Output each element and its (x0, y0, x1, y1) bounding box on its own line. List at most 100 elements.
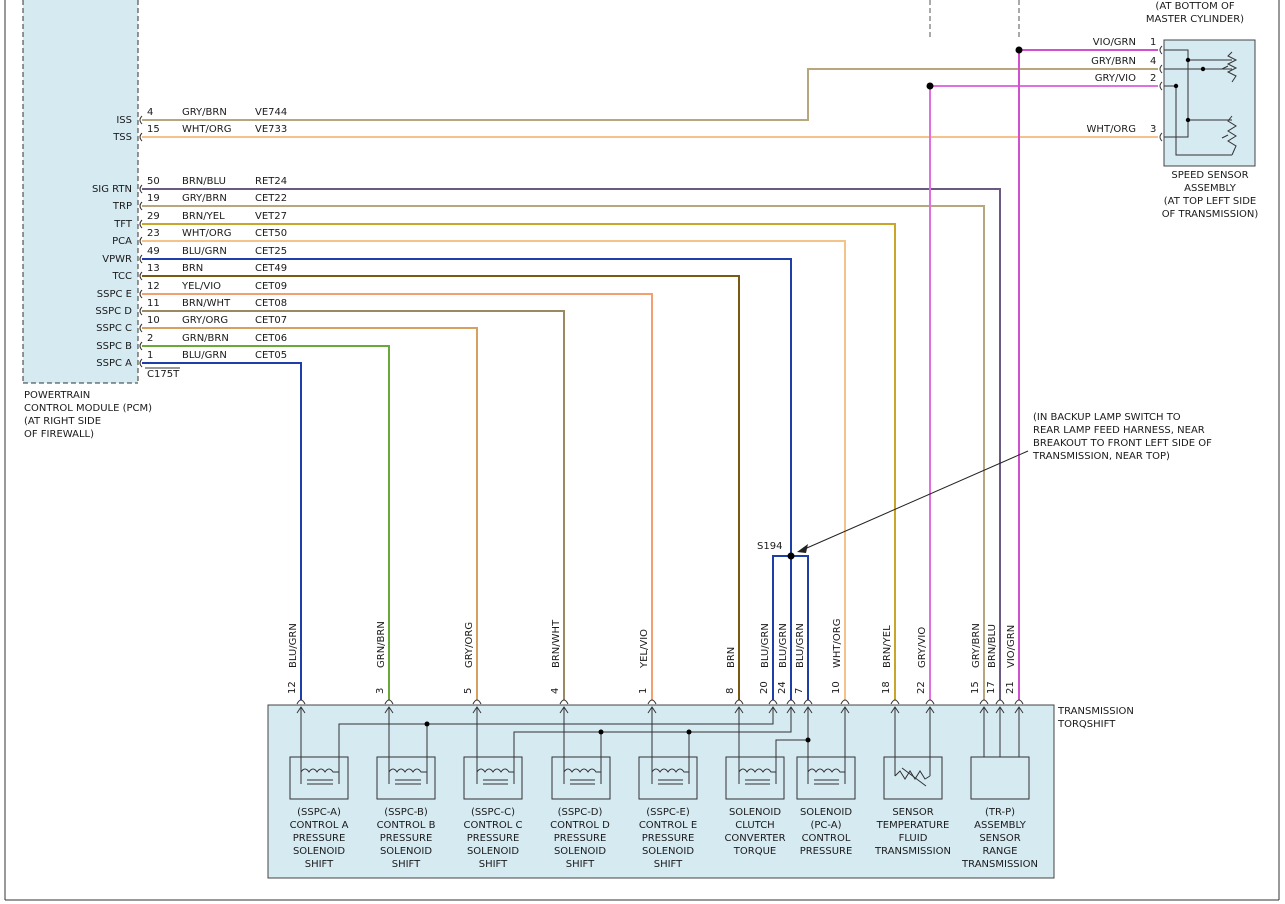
component-caption-line: SOLENOID (729, 807, 781, 818)
splice-dot (686, 729, 692, 735)
coil-icon (476, 768, 514, 773)
pcm-pin-signal: TCC (112, 271, 133, 282)
pcm-pin-number: 19 (147, 193, 160, 204)
wire-circuit-id: CET49 (255, 263, 287, 274)
trans-wire-color-label: YEL/VIO (639, 629, 650, 669)
thermistor-icon (894, 770, 931, 780)
splice-dot (1173, 83, 1179, 89)
wire-sspc-c (142, 327, 478, 700)
connector-socket (139, 358, 143, 368)
splice-dot (1185, 117, 1191, 123)
wire-circuit-id: VE744 (255, 107, 287, 118)
sensor-pin-number: 3 (1150, 124, 1156, 135)
component-caption-line: (SSPC-C) (471, 807, 515, 818)
solenoid-body (463, 756, 523, 800)
wire-color-label: GRN/BRN (182, 333, 229, 344)
sensor-name-line: ASSEMBLY (1184, 183, 1237, 194)
wire-circuit-id: RET24 (255, 176, 287, 187)
trans-wire-color-label: GRN/BRN (376, 621, 387, 668)
component-caption-line: PRESSURE (467, 833, 520, 844)
solenoid-body (638, 756, 698, 800)
pcm-name-line: CONTROL MODULE (PCM) (24, 403, 152, 414)
wire-color-label: GRY/ORG (182, 315, 228, 326)
wire-iss (142, 68, 1158, 121)
wire-blu-grn-splice-20 (772, 555, 791, 700)
pcm-pin-number: 10 (147, 315, 160, 326)
trans-wire-color-label: GRY/VIO (917, 627, 928, 668)
trans-pin-number: 20 (759, 681, 770, 694)
pcm-pin-signal: TSS (112, 132, 132, 143)
wire-color-label: WHT/ORG (182, 124, 231, 135)
pcm-pin-number: 4 (147, 107, 153, 118)
component-caption-line: SHIFT (305, 859, 334, 870)
trans-pin-number: 17 (986, 681, 997, 694)
coil-icon (738, 768, 776, 773)
wire-sig-rtn (142, 188, 1001, 700)
splice-note-line: BREAKOUT TO FRONT LEFT SIDE OF (1033, 438, 1212, 449)
pcm-pin-number: 50 (147, 176, 160, 187)
coil-icon (563, 768, 601, 773)
pcm-pin-number: 23 (147, 228, 160, 239)
connector-socket (139, 236, 143, 246)
wire-pca (142, 240, 846, 700)
component-caption-line: (SSPC-A) (297, 807, 341, 818)
trans-pin-number: 15 (970, 681, 981, 694)
solenoid-body (289, 756, 349, 800)
speed-sensor-body (1163, 39, 1256, 167)
component-caption-line: PRESSURE (293, 833, 346, 844)
pcm-pin-number: 2 (147, 333, 153, 344)
sensor-wire-color-label: VIO/GRN (1093, 37, 1136, 48)
trans-pin-number: 21 (1005, 681, 1016, 694)
sensor-name-line: SPEED SENSOR (1171, 170, 1248, 181)
wire-circuit-id: CET07 (255, 315, 287, 326)
wire-sspc-e (142, 293, 653, 700)
component-caption-line: (TR-P) (985, 807, 1015, 818)
wire-color-label: YEL/VIO (181, 281, 221, 292)
component-caption-line: FLUID (899, 833, 928, 844)
pcm-pin-number: 11 (147, 298, 160, 309)
component-caption-line: SOLENOID (642, 846, 694, 857)
wire-tft (142, 223, 896, 700)
splice-note-line: (IN BACKUP LAMP SWITCH TO (1033, 412, 1181, 423)
pcm-pin-signal: TFT (113, 219, 133, 230)
component-caption-line: PRESSURE (642, 833, 695, 844)
component-caption-line: TRANSMISSION (961, 859, 1038, 870)
component-caption-line: SENSOR (979, 833, 1020, 844)
wire-blu-grn-splice-7 (791, 555, 809, 700)
trans-wire-color-label: BLU/GRN (778, 623, 789, 668)
trans-wire-color-label: BLU/GRN (288, 623, 299, 668)
connector-socket (139, 219, 143, 229)
sensor-location-note: (AT BOTTOM OF (1155, 1, 1234, 12)
splice-dot (926, 82, 934, 90)
component-caption-line: (PC-A) (810, 820, 841, 831)
pcm-pin-signal: PCA (112, 236, 132, 247)
wire-circuit-id: CET09 (255, 281, 287, 292)
pcm-name-line: (AT RIGHT SIDE (24, 416, 101, 427)
component-caption-line: SHIFT (392, 859, 421, 870)
wire-color-label: BRN (182, 263, 203, 274)
sensor-name-line: (AT TOP LEFT SIDE (1164, 196, 1257, 207)
temperature-sensor-body (883, 756, 943, 800)
solenoid-body (376, 756, 436, 800)
component-caption-line: SHIFT (479, 859, 508, 870)
pcm-pin-number: 15 (147, 124, 160, 135)
connector-socket (139, 271, 143, 281)
sensor-wire-color-label: GRY/VIO (1095, 73, 1136, 84)
trans-wire-color-label: BRN/YEL (882, 625, 893, 668)
trans-pin-number: 8 (725, 688, 736, 694)
wire-sspc-d (142, 310, 565, 700)
wire-color-label: BLU/GRN (182, 350, 227, 361)
connector-socket (1159, 45, 1163, 55)
pcm-pin-number: 49 (147, 246, 160, 257)
solenoid-body (796, 756, 856, 800)
wire-color-label: BLU/GRN (182, 246, 227, 257)
splice-dot (1200, 66, 1206, 72)
connector-socket (139, 201, 143, 211)
splice-dot (424, 721, 430, 727)
resistor-icon (1227, 115, 1237, 156)
trans-pin-number: 22 (916, 681, 927, 694)
range-sensor-body (970, 756, 1030, 800)
component-caption-line: PRESSURE (380, 833, 433, 844)
splice-dot (598, 729, 604, 735)
